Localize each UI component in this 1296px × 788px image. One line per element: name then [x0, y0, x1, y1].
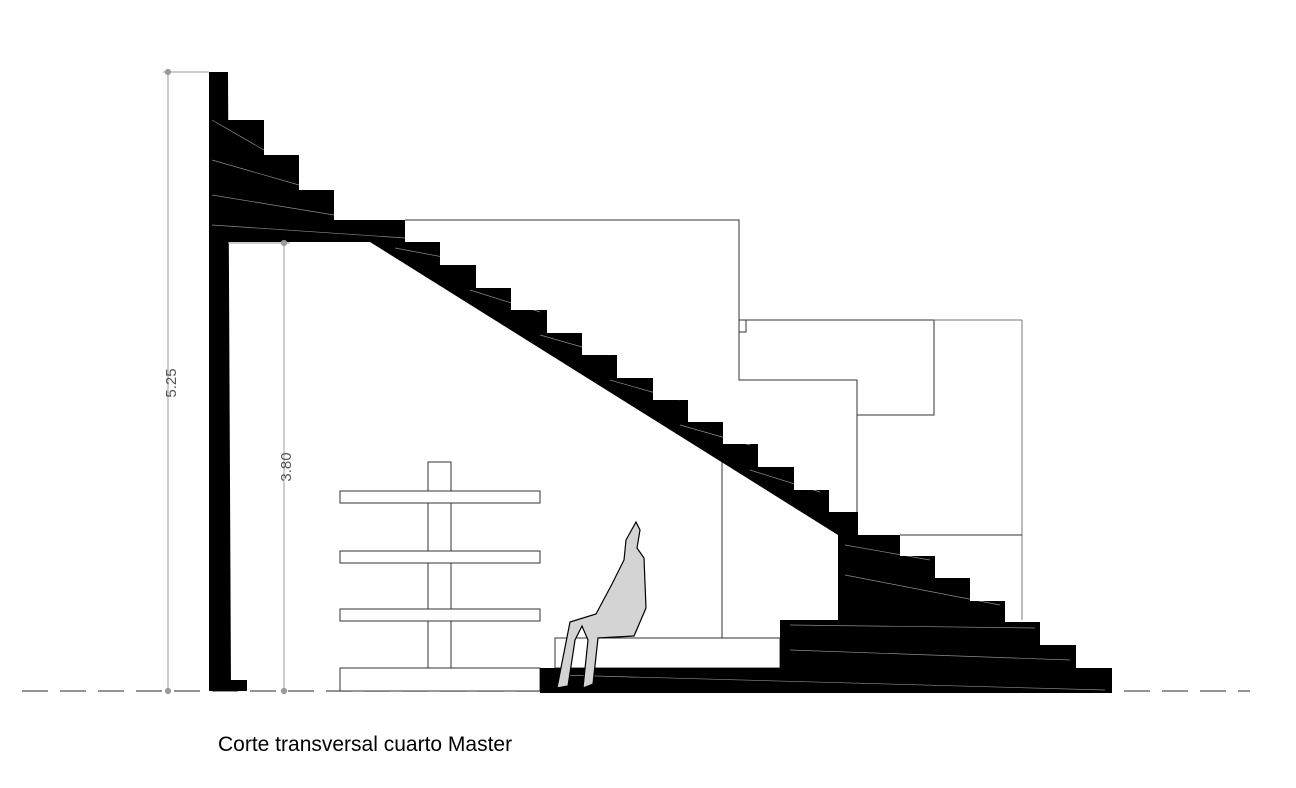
- dimension-total-height: 5.25: [163, 368, 180, 397]
- seated-person-figure: [556, 520, 647, 689]
- background-walls: [405, 219, 1023, 638]
- drawing-caption: Corte transversal cuarto Master: [218, 733, 513, 756]
- main-stair: [370, 242, 858, 535]
- dimension-lower-height: 3.80: [278, 452, 295, 481]
- column-foot: [209, 680, 247, 691]
- shelving-unit: [339, 461, 541, 692]
- dimension-lines: [163, 68, 290, 695]
- stair-hatching: [211, 119, 1106, 691]
- upper-stair: [209, 72, 405, 242]
- lower-stair: [540, 535, 1112, 693]
